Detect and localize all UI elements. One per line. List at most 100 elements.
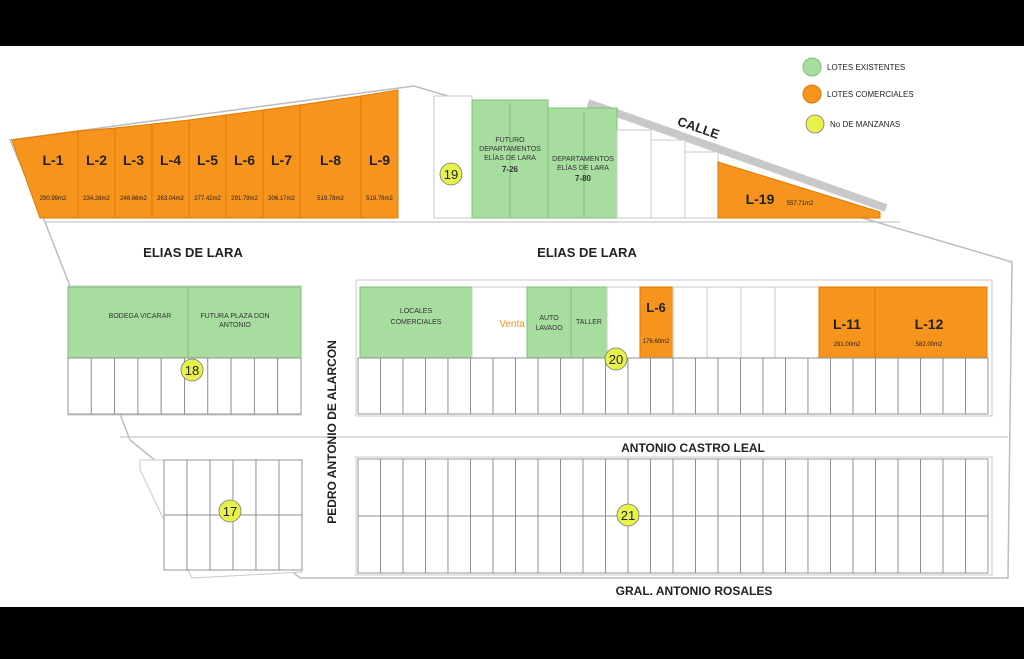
parcel[interactable] <box>672 515 696 574</box>
parcel[interactable] <box>380 458 404 517</box>
parcel[interactable] <box>897 357 921 415</box>
bodega-vicarar-lot[interactable] <box>67 286 189 359</box>
parcel[interactable] <box>160 357 185 415</box>
parcel[interactable] <box>740 515 764 574</box>
lot-l-3[interactable] <box>114 123 153 219</box>
parcel[interactable] <box>447 515 471 574</box>
parcel[interactable] <box>627 357 651 415</box>
parcel[interactable] <box>762 515 786 574</box>
parcel[interactable] <box>402 515 426 574</box>
manzana-marker-18[interactable]: 18 <box>180 358 204 382</box>
parcel[interactable] <box>163 514 188 571</box>
parcel[interactable] <box>255 459 280 516</box>
block-20-white-lot[interactable] <box>740 286 776 359</box>
parcel[interactable] <box>762 458 786 517</box>
parcel[interactable] <box>830 357 854 415</box>
taller-lot[interactable] <box>570 286 608 359</box>
parcel[interactable] <box>137 357 162 415</box>
parcel[interactable] <box>897 515 921 574</box>
parcel[interactable] <box>253 357 279 415</box>
parcel[interactable] <box>515 458 539 517</box>
parcel[interactable] <box>209 514 234 571</box>
parcel[interactable] <box>785 458 809 517</box>
parcel[interactable] <box>582 357 606 415</box>
parcel[interactable] <box>447 357 471 415</box>
parcel[interactable] <box>942 458 966 517</box>
parcel[interactable] <box>470 458 494 517</box>
parcel[interactable] <box>875 515 899 574</box>
lot-l11[interactable] <box>818 286 876 359</box>
parcel[interactable] <box>695 458 719 517</box>
parcel[interactable] <box>402 458 426 517</box>
block-20-white-lot[interactable] <box>606 286 641 359</box>
parcel[interactable] <box>380 357 404 415</box>
parcel[interactable] <box>852 458 876 517</box>
auto-lavado-lot[interactable] <box>526 286 572 359</box>
parcel[interactable] <box>650 357 674 415</box>
parcel[interactable] <box>965 515 989 574</box>
parcel[interactable] <box>470 357 494 415</box>
parcel[interactable] <box>830 458 854 517</box>
parcel[interactable] <box>90 357 116 415</box>
parcel[interactable] <box>582 458 606 517</box>
parcel[interactable] <box>515 357 539 415</box>
parcel[interactable] <box>425 515 449 574</box>
top-white-lot[interactable] <box>684 151 719 219</box>
parcel[interactable] <box>920 458 944 517</box>
parcel[interactable] <box>277 357 302 415</box>
parcel[interactable] <box>942 515 966 574</box>
parcel[interactable] <box>537 458 561 517</box>
parcel[interactable] <box>672 357 696 415</box>
lot-l12[interactable] <box>874 286 988 359</box>
manzana-marker-20[interactable]: 20 <box>604 347 628 371</box>
parcel[interactable] <box>807 357 831 415</box>
parcel[interactable] <box>830 515 854 574</box>
parcel[interactable] <box>186 514 211 571</box>
parcel[interactable] <box>650 458 674 517</box>
lot-l19[interactable] <box>717 161 881 219</box>
parcel[interactable] <box>942 357 966 415</box>
manzana-marker-21[interactable]: 21 <box>616 503 640 527</box>
parcel[interactable] <box>278 514 303 571</box>
parcel[interactable] <box>114 357 139 415</box>
parcel[interactable] <box>380 515 404 574</box>
parcel[interactable] <box>470 515 494 574</box>
lot-l6-mid[interactable] <box>639 286 674 359</box>
parcel[interactable] <box>740 357 764 415</box>
parcel[interactable] <box>402 357 426 415</box>
parcel[interactable] <box>255 514 280 571</box>
parcel[interactable] <box>492 458 516 517</box>
parcel[interactable] <box>232 514 257 571</box>
parcel[interactable] <box>717 458 741 517</box>
parcel[interactable] <box>762 357 786 415</box>
parcel[interactable] <box>920 515 944 574</box>
parcel[interactable] <box>515 515 539 574</box>
parcel[interactable] <box>717 357 741 415</box>
parcel[interactable] <box>650 515 674 574</box>
parcel[interactable] <box>357 458 381 517</box>
parcel[interactable] <box>785 515 809 574</box>
parcel[interactable] <box>537 515 561 574</box>
top-white-lot[interactable] <box>616 129 652 219</box>
lot-l-2[interactable] <box>77 127 116 219</box>
block-20-white-lot[interactable] <box>672 286 708 359</box>
block-20-white-lot[interactable] <box>774 286 820 359</box>
lot-l-4[interactable] <box>151 119 190 219</box>
parcel[interactable] <box>560 357 584 415</box>
parcel[interactable] <box>560 515 584 574</box>
parcel[interactable] <box>920 357 944 415</box>
parcel[interactable] <box>672 458 696 517</box>
parcel[interactable] <box>807 458 831 517</box>
parcel[interactable] <box>695 357 719 415</box>
parcel[interactable] <box>186 459 211 516</box>
parcel[interactable] <box>852 357 876 415</box>
parcel[interactable] <box>582 515 606 574</box>
parcel[interactable] <box>717 515 741 574</box>
parcel[interactable] <box>965 458 989 517</box>
parcel[interactable] <box>852 515 876 574</box>
parcel[interactable] <box>357 357 381 415</box>
parcel[interactable] <box>740 458 764 517</box>
manzana-marker-17[interactable]: 17 <box>218 499 242 523</box>
departamentos-7-80-lot[interactable] <box>547 107 618 219</box>
block-19-lot[interactable] <box>433 95 473 219</box>
